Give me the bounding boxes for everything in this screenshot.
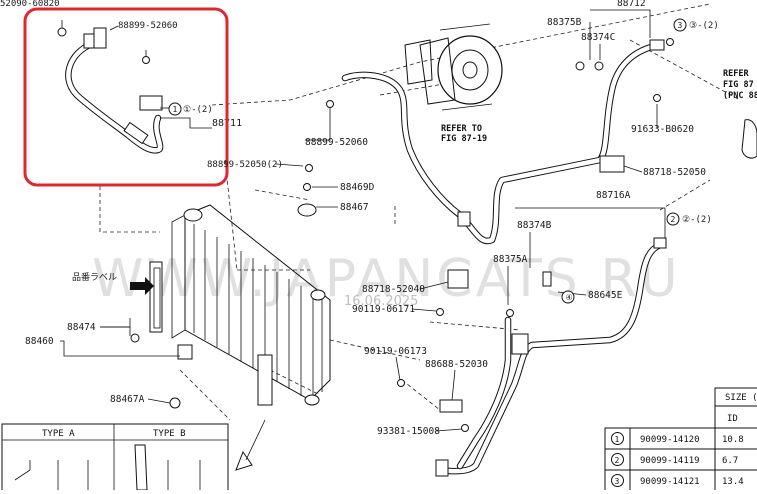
refer-center-line2: FIG 87-19 — [441, 134, 487, 144]
label-88718-a: 88718-52050 — [643, 167, 706, 178]
svg-text:2: 2 — [671, 215, 676, 224]
label-88467a: 88467A — [110, 394, 145, 405]
refer-right-line2: FIG 87 — [723, 80, 754, 90]
label-88375b: 88375B — [547, 17, 582, 28]
arrow-down-icon — [235, 450, 253, 471]
size-row2-id: 6.7 — [722, 456, 738, 466]
size-table-id-header: ID — [727, 414, 738, 424]
label-88460: 88460 — [25, 336, 54, 347]
highlight-frame — [23, 7, 229, 187]
label-90119-b: 90119-06173 — [364, 346, 427, 357]
compressor — [404, 23, 503, 111]
size-row3-part: 90099-14121 — [640, 477, 700, 487]
size-row2-part: 90099-14119 — [640, 456, 700, 466]
type-a-label: TYPE A — [42, 429, 75, 439]
arrow-right-icon — [130, 277, 154, 295]
bolts — [130, 38, 674, 432]
evaporator-fragment — [741, 119, 757, 159]
size-table: SIZE ( ID 1 90099-14120 10.8 2 90099-141… — [604, 387, 757, 492]
label-91633: 91633-B0620 — [631, 124, 694, 135]
label-88712: 88712 — [617, 0, 646, 9]
label-88899-top: 88899-52060 — [118, 21, 178, 31]
label-circle3-qty: ③-(2) — [689, 21, 719, 31]
watermark-text: WWW.JAPANCATS.RU — [92, 249, 681, 309]
pipes — [341, 39, 667, 477]
label-88469d: 88469D — [340, 182, 375, 193]
label-88375a: 88375A — [493, 254, 528, 265]
highlighted-hose-88711: 1 ①-(2) 52090-60820 88899-52060 88711 — [0, 0, 242, 154]
label-circle2-qty: ②-(2) — [682, 215, 712, 225]
label-circle1-qty: ①-(2) — [183, 105, 213, 115]
label-circle4: ④ — [566, 293, 573, 302]
label-88688: 88688-52030 — [425, 359, 488, 370]
label-88374c: 88374C — [581, 32, 615, 43]
label-88474: 88474 — [67, 322, 96, 333]
label-88645e: 88645E — [588, 290, 623, 301]
refer-center-line1: REFER TO — [441, 124, 482, 134]
refer-right-line1: REFER — [723, 69, 749, 79]
refer-right-line3: (PNC 88 — [723, 91, 757, 101]
size-row1-part: 90099-14120 — [640, 435, 700, 445]
label-88374b: 88374B — [517, 220, 552, 231]
type-b-label: TYPE B — [153, 429, 186, 439]
label-90119-a: 90119-06171 — [352, 304, 415, 315]
condenser — [149, 204, 331, 406]
label-93381: 93381-15008 — [377, 426, 440, 437]
type-box: TYPE A TYPE B — [1, 423, 229, 494]
label-88716a: 88716A — [596, 190, 631, 201]
label-jp-tag: 品番ラベル — [72, 271, 117, 283]
size-row2-num: 2 — [615, 456, 620, 465]
size-row3-num: 3 — [615, 477, 620, 486]
label-88718-b: 88718-52040 — [362, 284, 425, 295]
size-row1-id: 10.8 — [722, 435, 744, 445]
label-52090: 52090-60820 — [0, 0, 60, 9]
svg-text:1: 1 — [173, 105, 178, 114]
svg-text:3: 3 — [678, 21, 683, 30]
watermark-date: 16.06.2025 — [344, 294, 418, 309]
label-88467: 88467 — [340, 202, 369, 213]
size-row3-id: 13.4 — [722, 477, 744, 487]
size-table-header: SIZE ( — [725, 393, 757, 403]
part-labels: 88899-52060 88899-52050(2) 88469D 88467 … — [25, 0, 719, 437]
dashed-leaders — [99, 3, 741, 421]
label-88899-2: 88899-52050(2) — [207, 160, 283, 170]
label-88899-mid: 88899-52060 — [305, 137, 368, 148]
size-row1-num: 1 — [615, 435, 620, 444]
